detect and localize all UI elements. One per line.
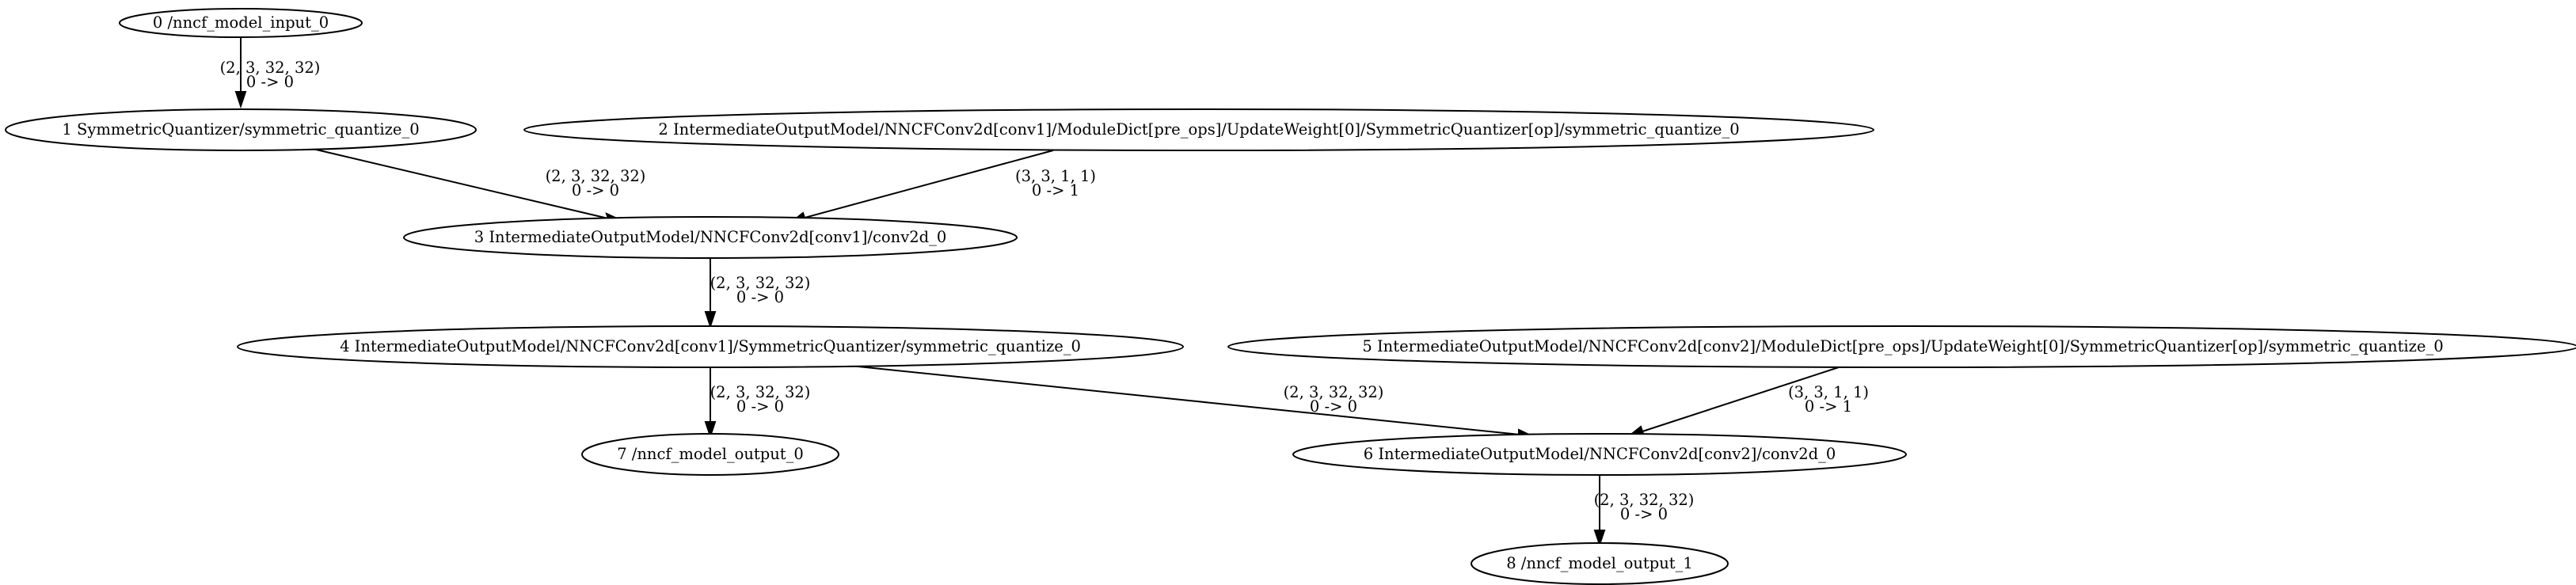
node-label: 4 IntermediateOutputModel/NNCFConv2d[con… <box>340 337 1081 355</box>
node-label: 8 /nncf_model_output_1 <box>1506 554 1693 572</box>
edge-label-ports: 0 -> 0 <box>1620 505 1668 523</box>
node-conv2-conv2d[interactable]: 6 IntermediateOutputModel/NNCFConv2d[con… <box>1292 433 1907 476</box>
edge-label-ports: 0 -> 1 <box>1032 181 1079 199</box>
edge-label-ports: 0 -> 1 <box>1805 397 1852 416</box>
node-label: 0 /nncf_model_input_0 <box>153 13 329 32</box>
edge-1-3: (2, 3, 32, 32) 0 -> 0 <box>312 148 646 225</box>
edge-2-3: (3, 3, 1, 1) 0 -> 1 <box>790 150 1096 224</box>
edge-label-shape: (2, 3, 32, 32) <box>710 383 811 401</box>
edge-label-shape: (2, 3, 32, 32) <box>1594 491 1695 509</box>
edge-label-ports: 0 -> 0 <box>246 73 294 91</box>
node-conv1-output-quantize[interactable]: 4 IntermediateOutputModel/NNCFConv2d[con… <box>237 325 1184 368</box>
edge-label-shape: (2, 3, 32, 32) <box>710 274 811 292</box>
node-symmetric-quantize-input[interactable]: 1 SymmetricQuantizer/symmetric_quantize_… <box>5 108 477 151</box>
node-nncf-model-input-0[interactable]: 0 /nncf_model_input_0 <box>119 8 363 38</box>
edge-label-shape: (2, 3, 32, 32) <box>1284 383 1384 401</box>
edge-label-shape: (2, 3, 32, 32) <box>546 167 646 185</box>
edge-0-1: (2, 3, 32, 32) 0 -> 0 <box>220 36 321 109</box>
node-conv2-weight-quantize[interactable]: 5 IntermediateOutputModel/NNCFConv2d[con… <box>1227 325 2576 368</box>
node-label: 7 /nncf_model_output_0 <box>617 445 804 463</box>
edge-4-7: (2, 3, 32, 32) 0 -> 0 <box>704 367 811 439</box>
edge-6-8: (2, 3, 32, 32) 0 -> 0 <box>1594 475 1695 548</box>
node-conv1-weight-quantize[interactable]: 2 IntermediateOutputModel/NNCFConv2d[con… <box>523 108 1874 151</box>
node-label: 5 IntermediateOutputModel/NNCFConv2d[con… <box>1362 337 2443 355</box>
edge-label-shape: (3, 3, 1, 1) <box>1788 383 1869 401</box>
edge-label-shape: (3, 3, 1, 1) <box>1015 167 1096 185</box>
edge-label-ports: 0 -> 0 <box>1310 397 1357 416</box>
node-label: 1 SymmetricQuantizer/symmetric_quantize_… <box>62 120 419 139</box>
edge-label-ports: 0 -> 0 <box>572 181 619 199</box>
edge-label-ports: 0 -> 0 <box>736 397 784 416</box>
edge-5-6: (3, 3, 1, 1) 0 -> 1 <box>1627 366 1869 437</box>
node-nncf-model-output-1[interactable]: 8 /nncf_model_output_1 <box>1471 542 1729 585</box>
edge-label-ports: 0 -> 0 <box>736 288 784 306</box>
edge-label-shape: (2, 3, 32, 32) <box>220 59 321 77</box>
node-label: 6 IntermediateOutputModel/NNCFConv2d[con… <box>1364 445 1836 463</box>
edge-4-6: (2, 3, 32, 32) 0 -> 0 <box>850 365 1537 441</box>
node-nncf-model-output-0[interactable]: 7 /nncf_model_output_0 <box>581 433 839 476</box>
node-label: 2 IntermediateOutputModel/NNCFConv2d[con… <box>658 120 1739 139</box>
node-label: 3 IntermediateOutputModel/NNCFConv2d[con… <box>474 228 947 246</box>
edge-3-4: (2, 3, 32, 32) 0 -> 0 <box>704 258 811 329</box>
node-conv1-conv2d[interactable]: 3 IntermediateOutputModel/NNCFConv2d[con… <box>403 216 1018 259</box>
